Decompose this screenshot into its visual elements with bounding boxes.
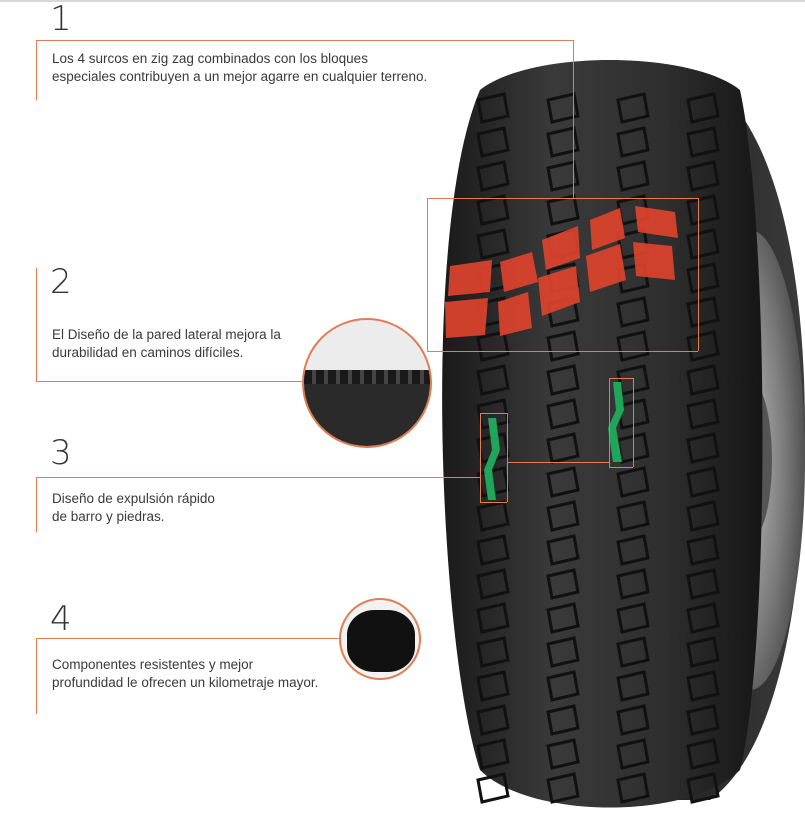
highlight-box-top bbox=[427, 198, 698, 199]
callout-4-line bbox=[36, 638, 339, 639]
callout-3-line bbox=[36, 477, 480, 478]
tire-illustration bbox=[442, 60, 805, 808]
sidewall-detail-circle bbox=[302, 318, 432, 448]
feature-2-text: El Diseño de la pared lateral mejora la … bbox=[52, 327, 281, 360]
feature-1-text: Los 4 surcos en zig zag combinados con l… bbox=[52, 51, 428, 84]
callout-1-line bbox=[36, 40, 573, 41]
tire-tread bbox=[442, 60, 763, 808]
compound-detail-circle bbox=[339, 598, 421, 680]
feature-3-number: 3 bbox=[50, 433, 72, 473]
groove-highlights bbox=[484, 382, 624, 500]
callout-2-line bbox=[36, 381, 302, 382]
top-divider bbox=[0, 0, 805, 2]
feature-1-number: 1 bbox=[50, 0, 72, 39]
feature-3-text: Diseño de expulsión rápido de barro y pi… bbox=[52, 491, 215, 524]
feature-2-number: 2 bbox=[50, 262, 72, 302]
feature-4-number: 4 bbox=[50, 599, 72, 639]
feature-4-text: Componentes resistentes y mejor profundi… bbox=[52, 657, 319, 690]
zigzag-block-highlights bbox=[445, 206, 678, 338]
